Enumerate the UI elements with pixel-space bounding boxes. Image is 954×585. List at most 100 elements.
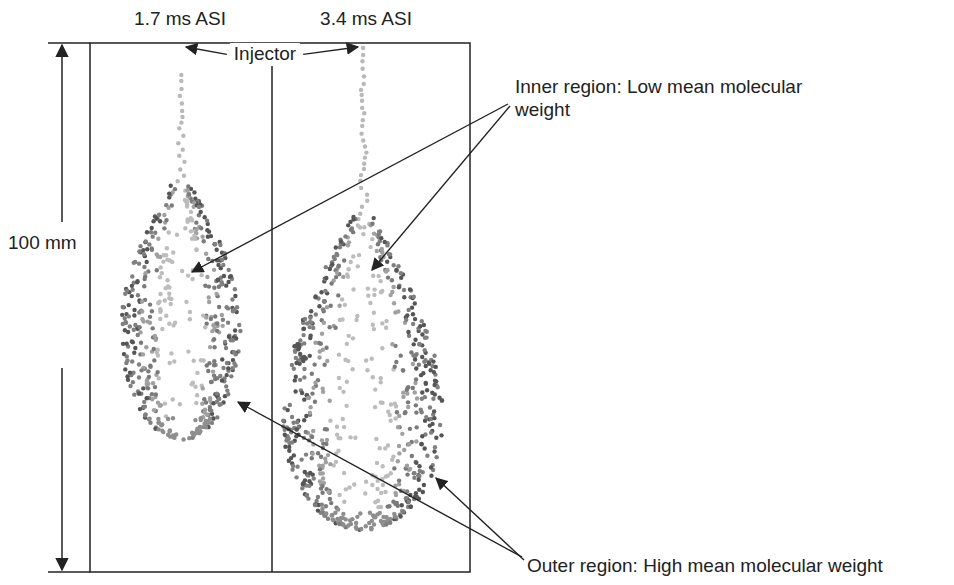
droplet (152, 358, 156, 362)
droplet (203, 325, 207, 329)
droplet (434, 455, 438, 459)
droplet (237, 323, 241, 327)
droplet (408, 287, 412, 291)
droplet (394, 493, 398, 497)
droplet (153, 231, 157, 235)
droplet (130, 288, 134, 292)
droplet (287, 458, 291, 462)
droplet (320, 484, 324, 488)
droplet (428, 405, 432, 409)
leader-line (436, 478, 524, 560)
droplet (157, 299, 161, 303)
droplet (303, 470, 307, 474)
droplet (379, 491, 383, 495)
droplet (422, 483, 426, 487)
droplet (325, 359, 329, 363)
droplet (320, 332, 324, 336)
droplet (135, 280, 139, 284)
droplet (329, 513, 333, 517)
droplet (136, 333, 140, 337)
droplet (204, 419, 208, 423)
droplet (298, 352, 302, 356)
droplet (231, 308, 235, 312)
droplet (319, 290, 323, 294)
droplet (287, 459, 291, 463)
droplet (384, 326, 388, 330)
droplet (362, 74, 366, 78)
droplet (171, 323, 175, 327)
droplet (365, 193, 369, 197)
dimension-arrow (61, 368, 63, 570)
droplet (193, 418, 197, 422)
droplet (328, 267, 332, 271)
droplet (361, 138, 365, 142)
droplet (133, 323, 137, 327)
droplet (148, 302, 152, 306)
droplet (221, 318, 225, 322)
droplet (306, 396, 310, 400)
droplet (185, 204, 189, 208)
droplet (417, 474, 421, 478)
droplet (153, 385, 157, 389)
droplet (309, 320, 313, 324)
droplet (292, 453, 296, 457)
droplet (224, 283, 228, 287)
droplet (388, 413, 392, 417)
droplet (158, 292, 162, 296)
droplet (414, 491, 418, 495)
droplet (425, 388, 429, 392)
droplet (393, 365, 397, 369)
droplet (411, 322, 415, 326)
droplet (334, 245, 338, 249)
droplet (326, 490, 330, 494)
droplet (324, 276, 328, 280)
droplet (393, 416, 397, 420)
droplet (212, 242, 216, 246)
droplet (377, 232, 381, 236)
droplet (397, 451, 401, 455)
droplet (130, 339, 134, 343)
droplet (394, 268, 398, 272)
droplet (324, 460, 328, 464)
droplet (405, 472, 409, 476)
droplet (419, 442, 423, 446)
droplet (313, 380, 317, 384)
droplet (224, 346, 228, 350)
droplet (413, 357, 417, 361)
droplet (220, 313, 224, 317)
droplet (354, 521, 358, 525)
droplet (298, 338, 302, 342)
droplet (300, 486, 304, 490)
droplet (396, 425, 400, 429)
droplet (150, 234, 154, 238)
droplet (226, 320, 230, 324)
droplet (361, 232, 365, 236)
droplet (413, 460, 417, 464)
droplet (364, 480, 368, 484)
droplet (215, 329, 219, 333)
droplet (403, 410, 407, 414)
droplet (286, 408, 290, 412)
droplet (365, 368, 369, 372)
droplet (311, 386, 315, 390)
droplet (186, 349, 190, 353)
droplet (322, 320, 326, 324)
droplet (342, 500, 346, 504)
droplet (342, 471, 346, 475)
droplet (327, 325, 331, 329)
droplet (337, 522, 341, 526)
droplet (368, 511, 372, 515)
droplet (414, 366, 418, 370)
droplet (140, 317, 144, 321)
droplet (432, 416, 436, 420)
droplet (411, 386, 415, 390)
droplet (396, 264, 400, 268)
droplet (145, 230, 149, 234)
droplet (417, 342, 421, 346)
droplet (419, 410, 423, 414)
droplet (407, 500, 411, 504)
droplet (206, 257, 210, 261)
droplet (225, 388, 229, 392)
droplet (359, 527, 363, 531)
droplet (343, 234, 347, 238)
